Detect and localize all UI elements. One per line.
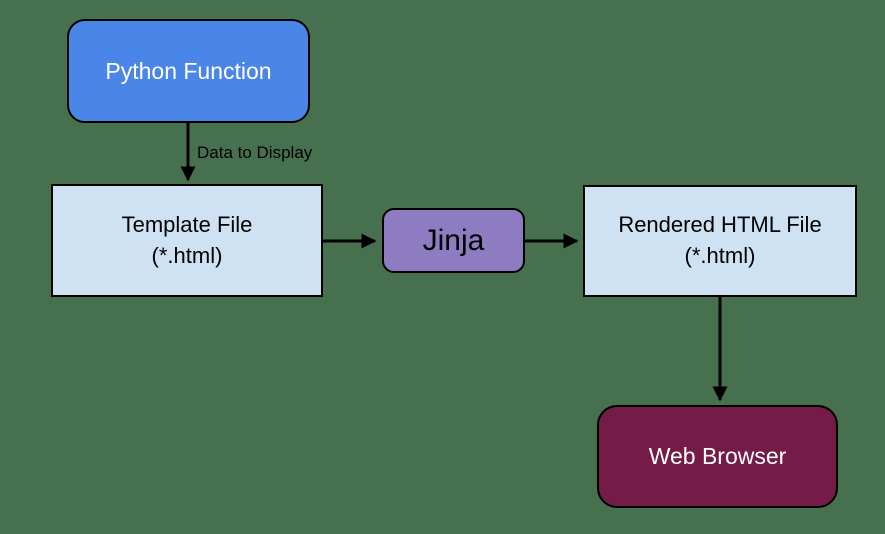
node-python-function-label: Python Function	[105, 57, 272, 84]
node-jinja-label: Jinja	[422, 223, 485, 257]
node-jinja: Jinja	[382, 208, 525, 273]
node-web-browser-label: Web Browser	[648, 443, 787, 470]
node-web-browser: Web Browser	[597, 405, 838, 508]
node-python-function: Python Function	[67, 19, 310, 123]
node-template-file-sublabel: (*.html)	[151, 242, 223, 268]
node-template-file-label: Template File	[121, 211, 253, 237]
node-rendered-html-file-sublabel: (*.html)	[684, 243, 756, 268]
node-rendered-html-file-label: Rendered HTML File	[618, 212, 822, 238]
edge-label-data-to-display: Data to Display	[197, 143, 313, 162]
node-template-file: Template File (*.html)	[51, 184, 323, 297]
node-rendered-html-file: Rendered HTML File (*.html)	[583, 185, 857, 297]
